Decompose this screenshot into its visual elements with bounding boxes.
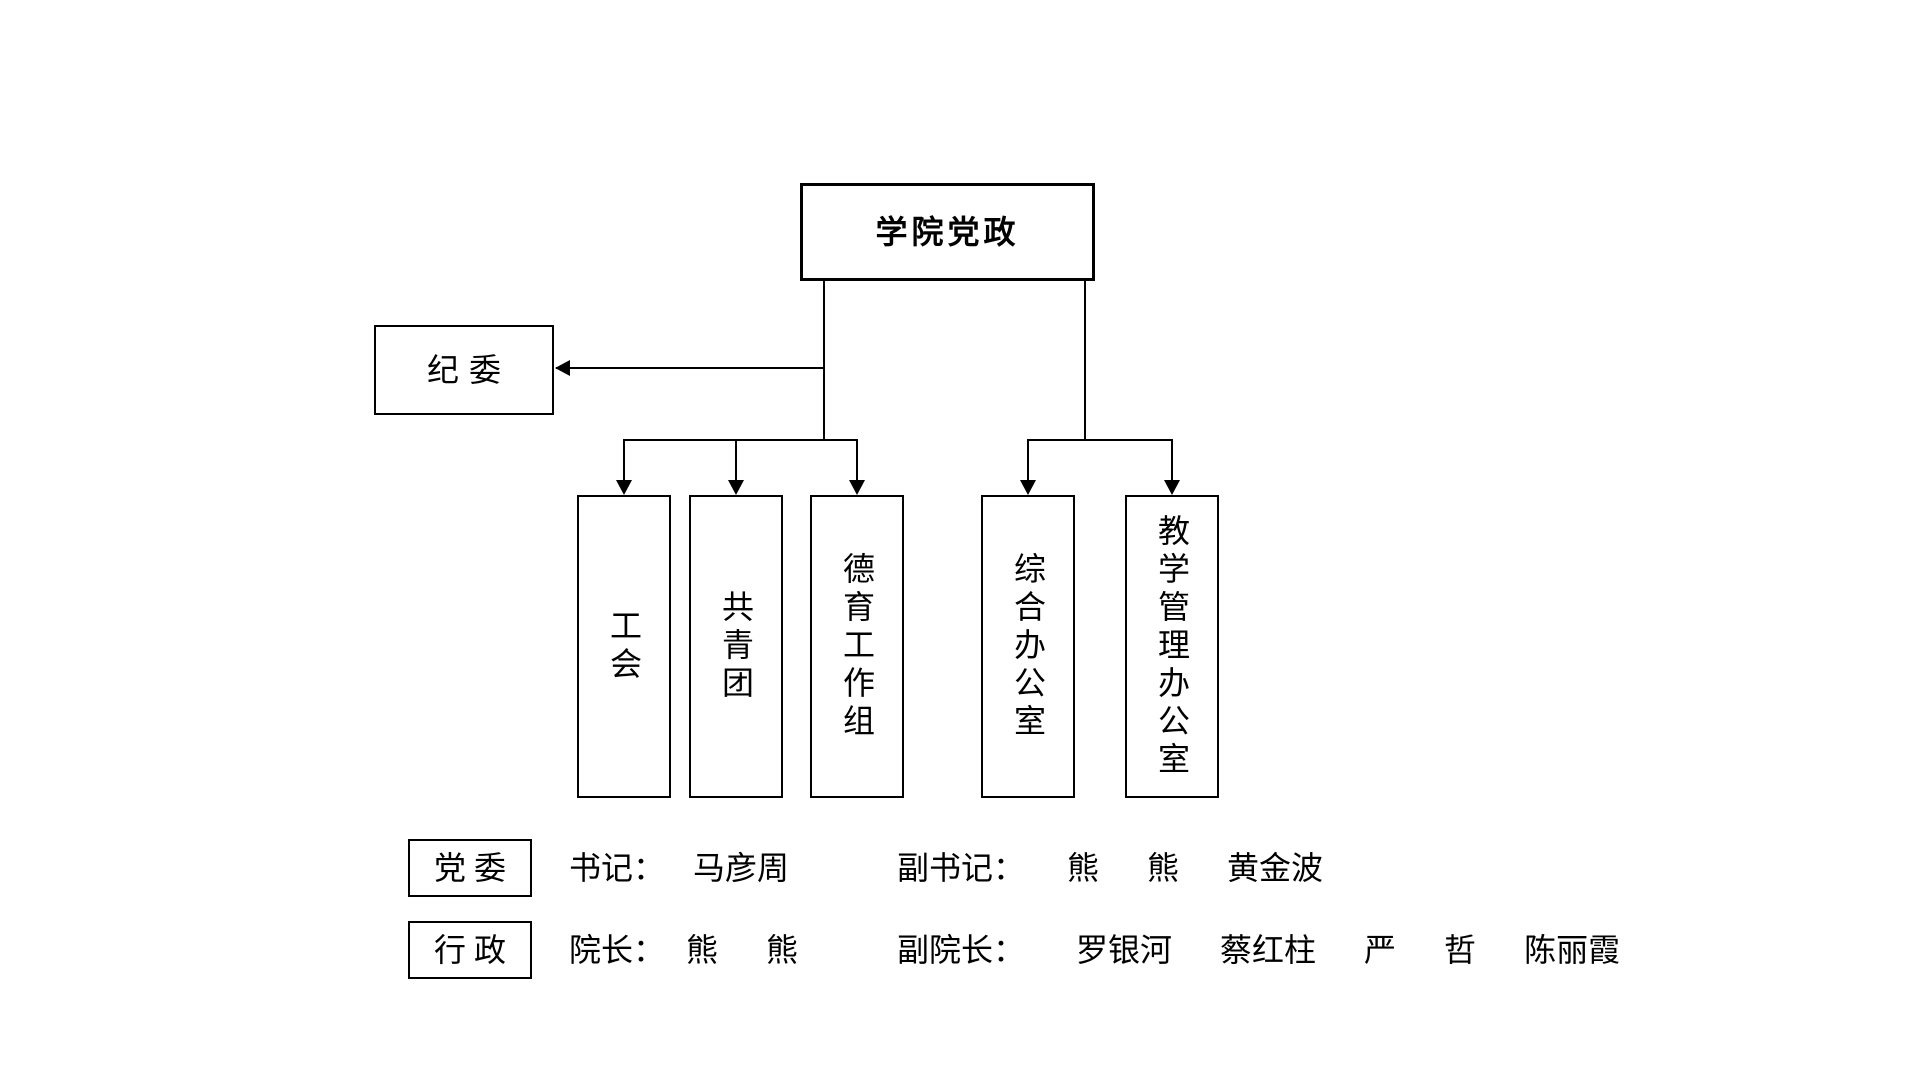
node-college-party-government: 学院党政 [800,183,1095,281]
node-youth-league: 共青团 [689,495,783,798]
connector-discipline-horizontal [556,367,824,369]
node-teaching-management-office: 教学管理办公室 [1125,495,1219,798]
node-general-office: 综合办公室 [981,495,1075,798]
legend-name-secretary: 马彦周 [693,849,790,887]
down-arrowhead-icon [616,480,632,495]
node-moral-education-group: 德育工作组 [810,495,904,798]
legend-name: 罗银河 [1076,931,1173,969]
node-college-party-government-label: 学院党政 [875,212,1020,251]
connector-drop-youth-league [735,440,737,481]
legend-names-deputy-dean: 罗银河 蔡红柱 严 哲 陈丽霞 [1076,932,1620,968]
legend-name: 蔡红柱 [1220,931,1317,969]
legend-category-party-committee-label: 党委 [433,848,514,887]
connector-drop-general-office [1027,440,1029,481]
legend-category-administration: 行政 [408,921,532,979]
legend-names-dean: 熊 熊 [686,932,798,968]
legend-name: 黄金波 [1227,849,1324,887]
legend-category-administration-label: 行政 [433,930,514,969]
left-arrowhead-icon [555,360,570,376]
legend-name: 熊 [1147,849,1180,887]
down-arrowhead-icon [1020,480,1036,495]
connector-drop-moral-education [856,440,858,481]
node-labor-union-label: 工会 [605,608,643,685]
legend-names-deputy-secretary: 熊 熊 黄金波 [1067,850,1323,886]
legend-name: 熊 [766,931,799,969]
node-labor-union: 工会 [577,495,671,798]
connector-left-group-horizontal [623,439,858,441]
legend-name: 陈丽霞 [1524,931,1621,969]
down-arrowhead-icon [1164,480,1180,495]
connector-drop-teaching-office [1171,440,1173,481]
legend-title-deputy-secretary: 副书记： [897,849,1026,887]
connector-root-right-vertical [1084,280,1086,441]
legend-name: 熊 [686,931,719,969]
connector-right-group-horizontal [1027,439,1173,441]
legend-title-secretary: 书记： [569,849,666,887]
legend-name: 熊 [1067,849,1100,887]
down-arrowhead-icon [849,480,865,495]
node-moral-education-group-label: 德育工作组 [838,551,876,742]
legend-name: 严 [1364,931,1397,969]
down-arrowhead-icon [728,480,744,495]
connector-drop-union [623,440,625,481]
node-youth-league-label: 共青团 [717,589,755,704]
node-teaching-management-office-label: 教学管理办公室 [1153,513,1191,780]
connector-root-left-vertical [823,280,825,441]
node-discipline-committee-label: 纪委 [426,350,511,389]
node-discipline-committee: 纪委 [374,325,554,415]
legend-name: 哲 [1444,931,1477,969]
node-general-office-label: 综合办公室 [1009,551,1047,742]
legend-title-dean: 院长： [569,931,666,969]
legend-category-party-committee: 党委 [408,839,532,897]
legend-title-deputy-dean: 副院长： [897,931,1026,969]
